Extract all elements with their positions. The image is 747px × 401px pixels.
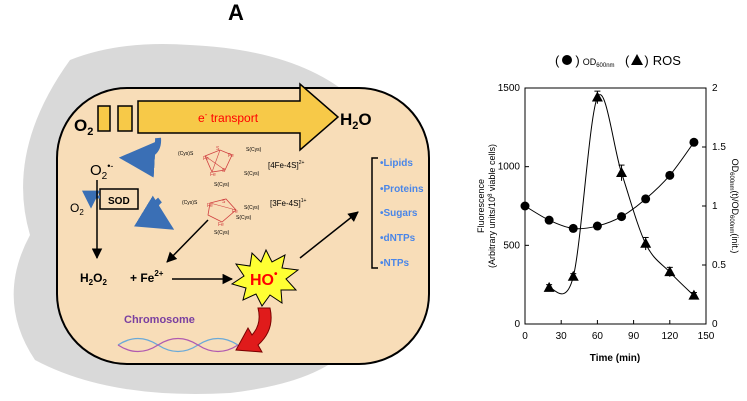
x-axis-label: Time (min) — [590, 353, 640, 364]
fe4s4-cluster: Fe Fe Fe S S — [203, 146, 234, 178]
targets-bracket — [371, 157, 378, 269]
target-sugars: •Sugars — [380, 208, 418, 219]
ros-point — [591, 91, 603, 102]
legend-od: ()OD600nm — [555, 53, 615, 69]
target-dntps: •dNTPs — [380, 233, 416, 244]
dna-damage-arrow — [235, 307, 272, 353]
cluster-release-arrow — [166, 219, 209, 263]
od-point — [520, 201, 530, 211]
svg-text:Fe: Fe — [232, 209, 238, 215]
target-lipids: •Lipids — [380, 158, 413, 169]
od-point — [568, 223, 578, 233]
h2o-label: H2O — [340, 110, 372, 132]
electron-transport-label: e- transport — [198, 110, 259, 125]
y-right-tick-label: 1 — [712, 201, 718, 212]
y-right-axis-label: OD600nm(t)/OD600nm(init.) — [728, 159, 740, 254]
ros-point — [640, 237, 652, 248]
electron-transport-arrow — [137, 82, 340, 152]
svg-text:Fe: Fe — [207, 203, 213, 209]
fe3s4-cluster: Fe S Fe Fe — [207, 198, 238, 228]
x-tick-label: 150 — [698, 331, 715, 342]
y-left-tick-label: 1500 — [498, 83, 521, 94]
svg-text:S: S — [216, 146, 220, 152]
panel-letter: A — [228, 0, 244, 25]
od-point — [689, 137, 699, 147]
ros-point — [543, 281, 555, 292]
y-left-axis-label: Fluorescence — [476, 179, 486, 233]
cluster2-cys-bottom: S(Cys) — [214, 230, 230, 236]
od-point — [617, 212, 627, 222]
od-point — [592, 221, 602, 231]
ho-radical-label: HO• — [250, 269, 278, 289]
od-point — [641, 194, 651, 204]
legend-ros: ()ROS — [625, 53, 681, 68]
cluster1-cys-bottom: S(Cys) — [214, 182, 230, 188]
y-left-tick-label: 1000 — [498, 162, 521, 173]
od-point — [544, 215, 554, 225]
ros-pathway-diagram: O2 e- transport H2O O2•- SOD O2 H2O2 + F… — [13, 44, 430, 395]
superoxide-label: O2•- — [90, 161, 113, 182]
x-tick-label: 60 — [592, 331, 604, 342]
target-ntps: •NTPs — [380, 258, 410, 269]
ho-radical-burst — [230, 248, 300, 307]
ho-to-targets-arrow — [299, 211, 359, 259]
cluster1-cys-left: (Cys)S — [178, 151, 194, 157]
y-left-tick-label: 0 — [514, 319, 520, 330]
y-left-tick-label: 500 — [503, 240, 520, 251]
chart-legend: ()OD600nm ()ROS — [555, 53, 681, 69]
ros-point — [664, 266, 676, 277]
cluster2-label: [3Fe-4S]1+ — [270, 198, 306, 208]
od-series-line — [524, 141, 695, 230]
od-point — [665, 170, 675, 180]
cluster2-cys-right: S(Cys) — [244, 205, 260, 211]
ros-point — [688, 289, 700, 300]
legend-od-marker — [562, 55, 572, 65]
svg-text:Fe: Fe — [210, 172, 216, 178]
x-tick-label: 120 — [661, 331, 678, 342]
o2-out-label: O2 — [70, 201, 84, 217]
x-tick-label: 90 — [628, 331, 640, 342]
x-tick-label: 0 — [522, 331, 528, 342]
svg-text:S: S — [222, 199, 226, 205]
cluster2-cys-br: S(Cys) — [236, 215, 252, 221]
legend-ros-marker — [631, 54, 643, 65]
svg-text:Fe: Fe — [228, 153, 234, 159]
target-proteins: •Proteins — [380, 184, 424, 195]
cluster2-cys-left: (Cys)S — [182, 200, 198, 206]
svg-text:Fe: Fe — [218, 222, 224, 228]
ros-point — [616, 166, 628, 177]
o2-label: O2 — [74, 116, 93, 138]
cluster-attack-arrow — [134, 195, 175, 230]
y-right-tick-label: 0 — [712, 319, 718, 330]
chromosome-label: Chromosome — [124, 314, 195, 326]
membrane-complex-1 — [97, 105, 111, 132]
ros-series-line — [548, 94, 695, 297]
chromosome-dna — [117, 337, 239, 353]
ros-point — [567, 270, 579, 281]
svg-text:Fe: Fe — [203, 156, 209, 162]
membrane-complex-2 — [117, 105, 133, 132]
leak-arrow — [118, 137, 162, 178]
fe2-label: + Fe2+ — [130, 269, 164, 285]
y-right-tick-label: 0.5 — [712, 260, 726, 271]
y-left-axis-label-2: (Arbitrary units/108 viable cells) — [487, 144, 497, 268]
y-right-tick-label: 1.5 — [712, 142, 726, 153]
cluster1-cys-right: S(Cys) — [246, 147, 262, 153]
cluster1-label: [4Fe-4S]2+ — [268, 160, 304, 170]
x-tick-label: 30 — [556, 331, 568, 342]
h2o2-label: H2O2 — [80, 271, 107, 287]
sod-label: SOD — [108, 196, 130, 207]
cluster1-cys-br: S(Cys) — [244, 171, 260, 177]
svg-text:S: S — [222, 168, 226, 174]
y-right-tick-label: 2 — [712, 83, 718, 94]
